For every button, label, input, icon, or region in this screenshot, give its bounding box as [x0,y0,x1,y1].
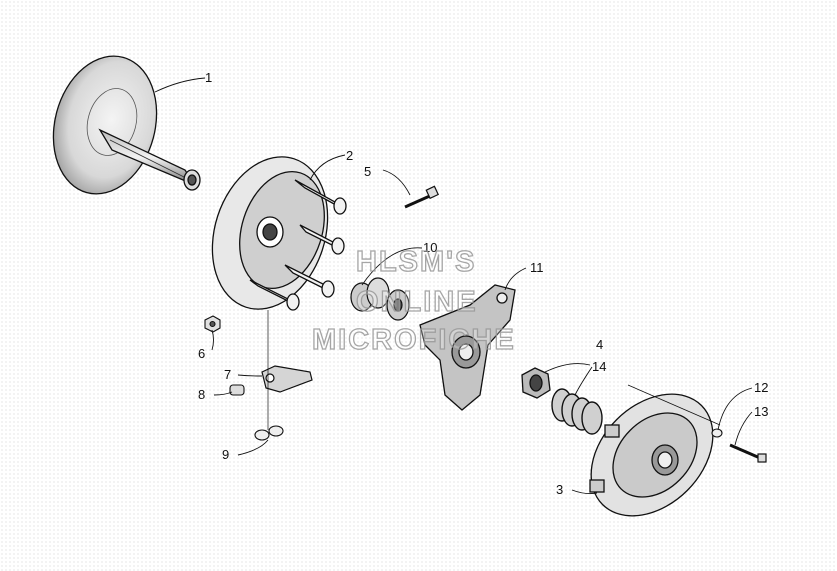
part-9-washers [254,425,284,441]
callout-11: 11 [530,260,544,275]
callout-6: 6 [198,346,206,361]
assembly-centerline [627,384,721,426]
leader-lines [154,77,753,495]
watermark-line-1: HLSM'S [355,245,477,278]
callout-13: 13 [754,404,769,419]
part-7-arm [261,365,313,393]
part-13-bolt [729,443,767,463]
callout-12: 12 [754,380,769,395]
part-4-nut [521,367,551,399]
watermark-line-2: ONLINE [355,285,478,318]
part-12-washer [711,428,723,438]
part-8-roller [229,384,245,396]
callout-5: 5 [364,164,372,179]
callout-7: 7 [224,367,232,382]
part-5-bolt [404,185,440,209]
callout-2: 2 [346,148,354,163]
part-11-spider [419,284,516,411]
callout-8: 8 [198,387,206,402]
part-10-washers [350,277,410,321]
callout-4: 4 [596,337,604,352]
part-6-nut [204,315,221,333]
callout-14: 14 [592,359,607,374]
part-2-movable-sheave [211,156,347,311]
callout-10: 10 [423,240,438,255]
watermark-line-3: MICROFICHE [311,323,516,356]
callout-9: 9 [222,447,230,462]
part-14-spring [551,388,603,435]
part-1-fixed-sheave [52,55,201,195]
part-3-cover [589,393,714,517]
callout-1: 1 [205,70,213,85]
callout-3: 3 [556,482,564,497]
